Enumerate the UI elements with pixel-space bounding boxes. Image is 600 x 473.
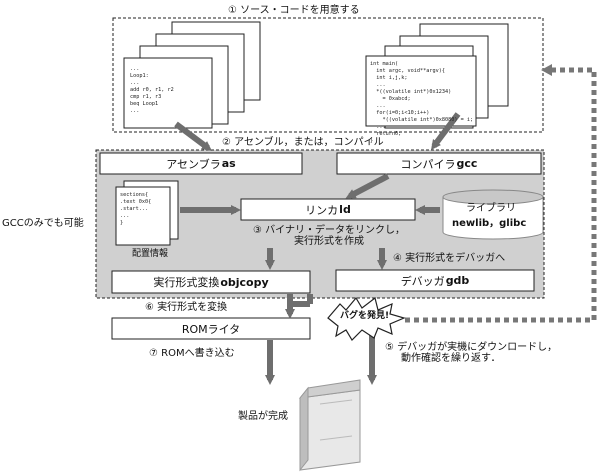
rom-writer-label: ROMライタ: [112, 318, 310, 339]
layout-info-document: [115, 180, 179, 246]
rom-writer-box: [111, 317, 311, 340]
assembler-label-cmd: as: [221, 157, 236, 170]
step-5-label: ⑤ デバッガが実機にダウンロードし， 動作確認を繰り返す．: [385, 342, 557, 364]
linker-label-cmd: ld: [339, 203, 351, 216]
library-title: ライブラリ: [466, 203, 516, 214]
converter-label-text: 実行形式変換: [153, 276, 220, 289]
layout-info-label: 配置情報: [132, 249, 169, 259]
step-5-line-1: ⑤ デバッガが実機にダウンロードし，: [385, 342, 558, 353]
step-1-label: ① ソース・コードを用意する: [228, 5, 360, 16]
library-names: newlib，glibc: [452, 218, 527, 229]
c-source-stack: [365, 23, 509, 129]
step-2-label: ② アセンブル，または，コンパイル: [222, 137, 384, 148]
rom-writer-label-text: ROMライタ: [181, 322, 241, 336]
library-cylinder-icon: [442, 189, 544, 240]
product-done-label: 製品が完成: [238, 411, 288, 422]
assembler-box: [99, 152, 303, 175]
assembler-label-text: アセンブラ: [166, 157, 221, 171]
debugger-label-text: デバッガ: [400, 274, 445, 288]
step-3-line-1: ③ バイナリ・データをリンクし，: [253, 225, 405, 236]
c-code: int main( int argc, void**argv){ int i,j…: [370, 61, 474, 144]
step-3-label: ③ バイナリ・データをリンクし， 実行形式を作成: [232, 225, 426, 247]
compiler-label-text: コンパイラ: [400, 157, 456, 171]
step-6-label: ⑥ 実行形式を変換: [145, 302, 228, 313]
step-4-label: ④ 実行形式をデバッガへ: [393, 253, 506, 264]
debugger-label-cmd: gdb: [445, 274, 470, 287]
converter-label-cmd: objcopy: [220, 275, 269, 289]
assembly-source-stack: [123, 21, 261, 129]
linker-label-text: リンカ: [305, 203, 339, 217]
converter-label: 実行形式変換 objcopy: [112, 271, 310, 293]
product-device-icon: [298, 379, 361, 472]
bug-burst-icon: [327, 296, 406, 341]
converter-box: [111, 270, 311, 294]
step-5-line-2: 動作確認を繰り返す．: [401, 353, 501, 364]
compiler-box: [336, 152, 542, 175]
debugger-label: デバッガ gdb: [336, 270, 534, 291]
debugger-box: [335, 269, 535, 292]
step-7-label: ⑦ ROMへ書き込む: [149, 348, 235, 359]
gcc-only-label: GCCのみでも可能: [2, 218, 84, 229]
step-3-line-2: 実行形式を作成: [294, 236, 364, 247]
assembly-code: ... Loop1: ... add r0, r1, r2 cmp r1, r3…: [130, 66, 174, 114]
source-code-region: [112, 17, 544, 133]
linker-script-code: sections{ .text 0x0{ .start... ... }: [120, 192, 152, 226]
bug-found-label: バグを発見!: [340, 311, 390, 321]
compiler-label-cmd: gcc: [456, 157, 478, 170]
